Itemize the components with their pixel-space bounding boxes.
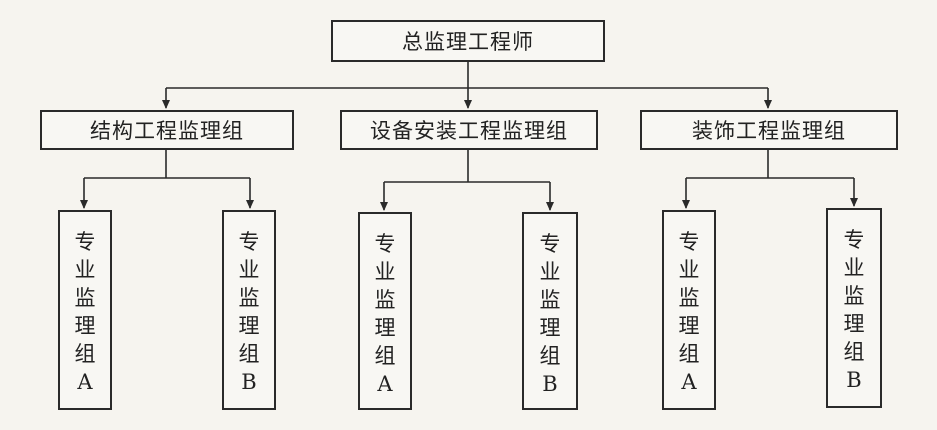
group-node-structural: 结构工程监理组 — [40, 110, 294, 150]
subgroup-char: 业 — [238, 258, 260, 282]
subgroup-char: 专 — [539, 232, 561, 256]
subgroup-char: 组 — [238, 342, 260, 366]
subgroup-char: A — [77, 370, 93, 394]
subgroup-char: 监 — [238, 286, 260, 310]
subgroup-char: 组 — [539, 344, 561, 368]
subgroup-char: 理 — [74, 314, 96, 338]
group-node-decoration: 装饰工程监理组 — [640, 110, 898, 150]
subgroup-char: 专 — [678, 230, 700, 254]
subgroup-node-decoration-a: 专 业 监 理 组 A — [662, 210, 716, 410]
subgroup-char: 理 — [539, 316, 561, 340]
subgroup-node-equipment-a: 专 业 监 理 组 A — [358, 212, 412, 410]
subgroup-char: 专 — [238, 230, 260, 254]
subgroup-node-equipment-b: 专 业 监 理 组 B — [522, 212, 578, 410]
subgroup-char: 业 — [678, 258, 700, 282]
subgroup-char: 业 — [539, 260, 561, 284]
subgroup-char: 理 — [238, 314, 260, 338]
subgroup-char: 专 — [374, 232, 396, 256]
subgroup-char: 组 — [678, 342, 700, 366]
group-node-equipment-installation: 设备安装工程监理组 — [340, 110, 598, 150]
subgroup-char: B — [846, 368, 862, 392]
subgroup-char: 业 — [374, 260, 396, 284]
subgroup-char: B — [542, 372, 558, 396]
group-node-label: 设备安装工程监理组 — [370, 119, 568, 143]
subgroup-char: A — [377, 372, 393, 396]
subgroup-char: 监 — [539, 288, 561, 312]
subgroup-char: 监 — [374, 288, 396, 312]
group-node-label: 装饰工程监理组 — [692, 119, 846, 143]
subgroup-char: 理 — [843, 312, 865, 336]
subgroup-char: 理 — [678, 314, 700, 338]
subgroup-node-structural-b: 专 业 监 理 组 B — [222, 210, 276, 410]
subgroup-char: 监 — [678, 286, 700, 310]
subgroup-char: 专 — [74, 230, 96, 254]
root-node-chief-supervisor: 总监理工程师 — [331, 20, 605, 62]
subgroup-node-decoration-b: 专 业 监 理 组 B — [826, 208, 882, 408]
subgroup-char: 业 — [74, 258, 96, 282]
root-node-label: 总监理工程师 — [402, 30, 534, 54]
subgroup-char: 监 — [843, 284, 865, 308]
subgroup-char: 监 — [74, 286, 96, 310]
subgroup-char: A — [681, 370, 697, 394]
group-node-label: 结构工程监理组 — [90, 119, 244, 143]
subgroup-char: 组 — [843, 340, 865, 364]
subgroup-char: 组 — [74, 342, 96, 366]
subgroup-char: B — [241, 370, 257, 394]
subgroup-node-structural-a: 专 业 监 理 组 A — [58, 210, 112, 410]
subgroup-char: 组 — [374, 344, 396, 368]
subgroup-char: 专 — [843, 228, 865, 252]
subgroup-char: 业 — [843, 256, 865, 280]
subgroup-char: 理 — [374, 316, 396, 340]
